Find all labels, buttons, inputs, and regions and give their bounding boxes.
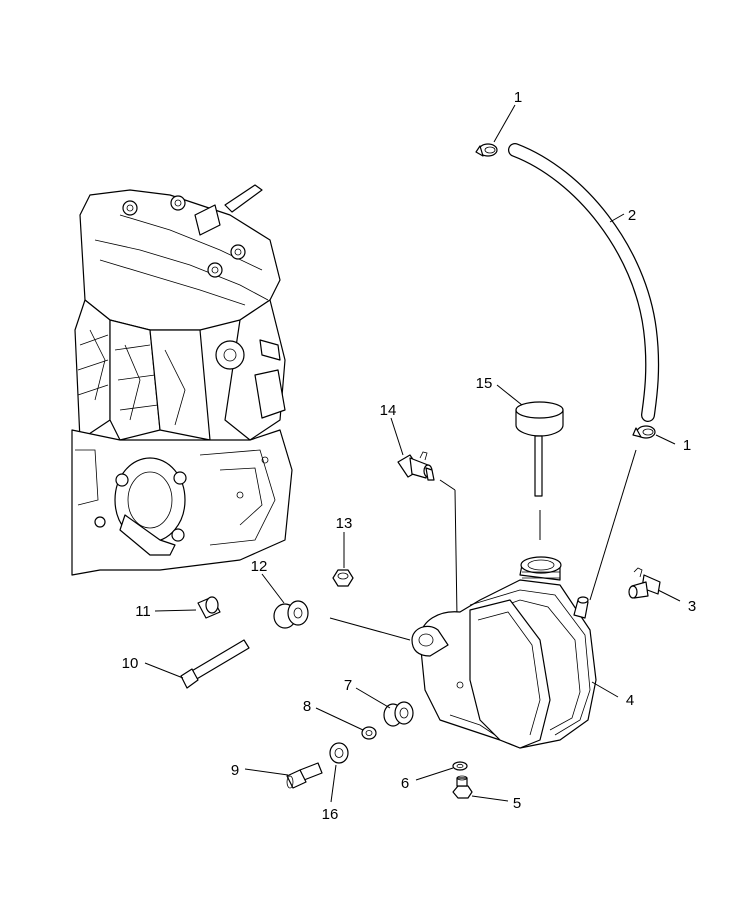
callout-15: 15 (476, 375, 493, 392)
oil-tank-part (411, 556, 597, 749)
callout-5: 5 (513, 795, 521, 812)
engine-assembly (71, 184, 293, 576)
callout-6: 6 (401, 775, 409, 792)
grommet-7-part (383, 701, 414, 727)
callout-9: 9 (231, 762, 239, 779)
spacer-11-part (197, 596, 221, 619)
nut-13-part (332, 569, 354, 587)
bolt-10-part (180, 639, 250, 689)
callout-16: 16 (322, 806, 339, 823)
drain-bolt-5-part (452, 775, 473, 799)
callout-labels: 1 2 1 15 14 3 13 12 11 10 4 7 8 9 16 6 5 (122, 89, 697, 823)
washer-16-part (329, 742, 349, 764)
callout-14: 14 (380, 402, 397, 419)
callout-1-lower: 1 (683, 437, 691, 454)
bolt-9-part (286, 762, 323, 789)
sensor-3-part (628, 567, 661, 599)
hose-clamp-upper (475, 143, 498, 157)
grommet-12-part (273, 600, 411, 641)
callout-3: 3 (688, 598, 696, 615)
hose-clamp-lower (632, 425, 656, 439)
callout-8: 8 (303, 698, 311, 715)
hose-part (508, 143, 660, 422)
dipstick-cap-part (515, 401, 564, 540)
callout-10: 10 (122, 655, 139, 672)
callout-4: 4 (626, 692, 634, 709)
sensor-14-part (397, 451, 459, 681)
callout-11: 11 (135, 603, 151, 620)
callout-13: 13 (336, 515, 353, 532)
callout-12: 12 (251, 558, 268, 575)
washer-6-part (452, 761, 468, 771)
callout-1-upper: 1 (514, 89, 522, 106)
callout-2: 2 (628, 207, 636, 224)
washer-8-part (361, 726, 377, 740)
leader-lines (144, 104, 681, 803)
callout-7: 7 (344, 677, 352, 694)
